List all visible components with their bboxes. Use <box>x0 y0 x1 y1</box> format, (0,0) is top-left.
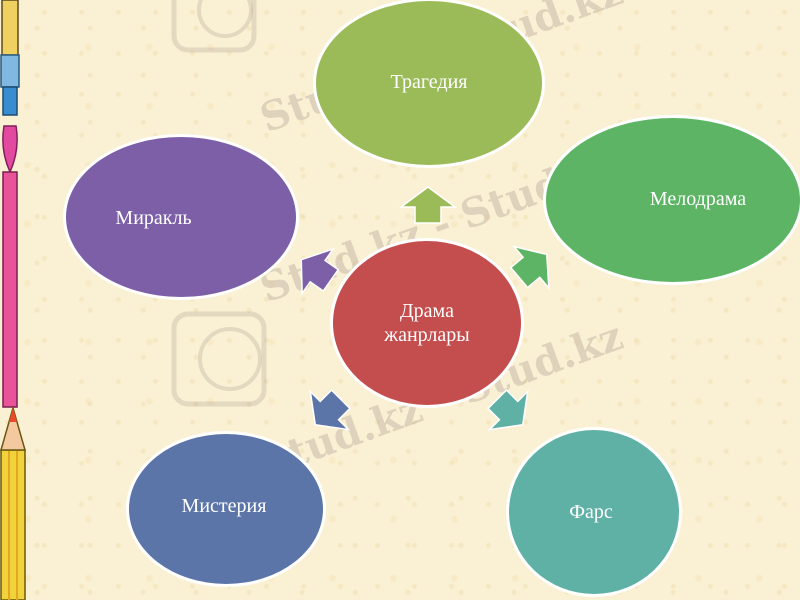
node-melodrama: Мелодрама <box>543 115 800 285</box>
paintbrush-bristles-icon <box>2 125 18 174</box>
paintbrush-ferrule-icon <box>0 54 20 88</box>
node-melodrama-label: Мелодрама <box>649 188 747 210</box>
node-miracle: Миракль <box>63 134 299 300</box>
paintbrush-handle-icon <box>1 0 19 56</box>
pencil-tip-icon <box>0 405 26 451</box>
node-tragedy-label: Трагедия <box>390 71 468 93</box>
arrow-to-tragedy <box>398 186 458 224</box>
pencil-lead-icon <box>9 408 17 422</box>
watermark-logo-icon <box>171 0 257 53</box>
arrow-down-right-icon <box>487 389 529 431</box>
center-label-line2: жанрлары <box>384 324 470 346</box>
arrow-down-left-icon <box>309 389 351 431</box>
node-farce: Фарс <box>506 427 682 597</box>
arrow-to-mystery <box>309 389 351 431</box>
arrow-to-farce <box>487 389 529 431</box>
node-tragedy: Трагедия <box>313 0 545 168</box>
paintbrush-band-icon <box>2 86 18 116</box>
node-center: Драма жанрлары <box>330 238 524 408</box>
node-miracle-label: Миракль <box>115 207 192 229</box>
node-mystery: Мистерия <box>126 431 326 587</box>
node-mystery-label: Мистерия <box>181 495 267 517</box>
center-label-line1: Драма <box>400 300 454 322</box>
pencil-body-icon <box>0 449 26 600</box>
watermark-logo-icon <box>171 311 267 407</box>
arrow-up-icon <box>398 186 458 224</box>
node-farce-label: Фарс <box>569 501 613 523</box>
brush-handle-icon <box>2 171 18 408</box>
art-supplies-decoration <box>0 0 26 600</box>
